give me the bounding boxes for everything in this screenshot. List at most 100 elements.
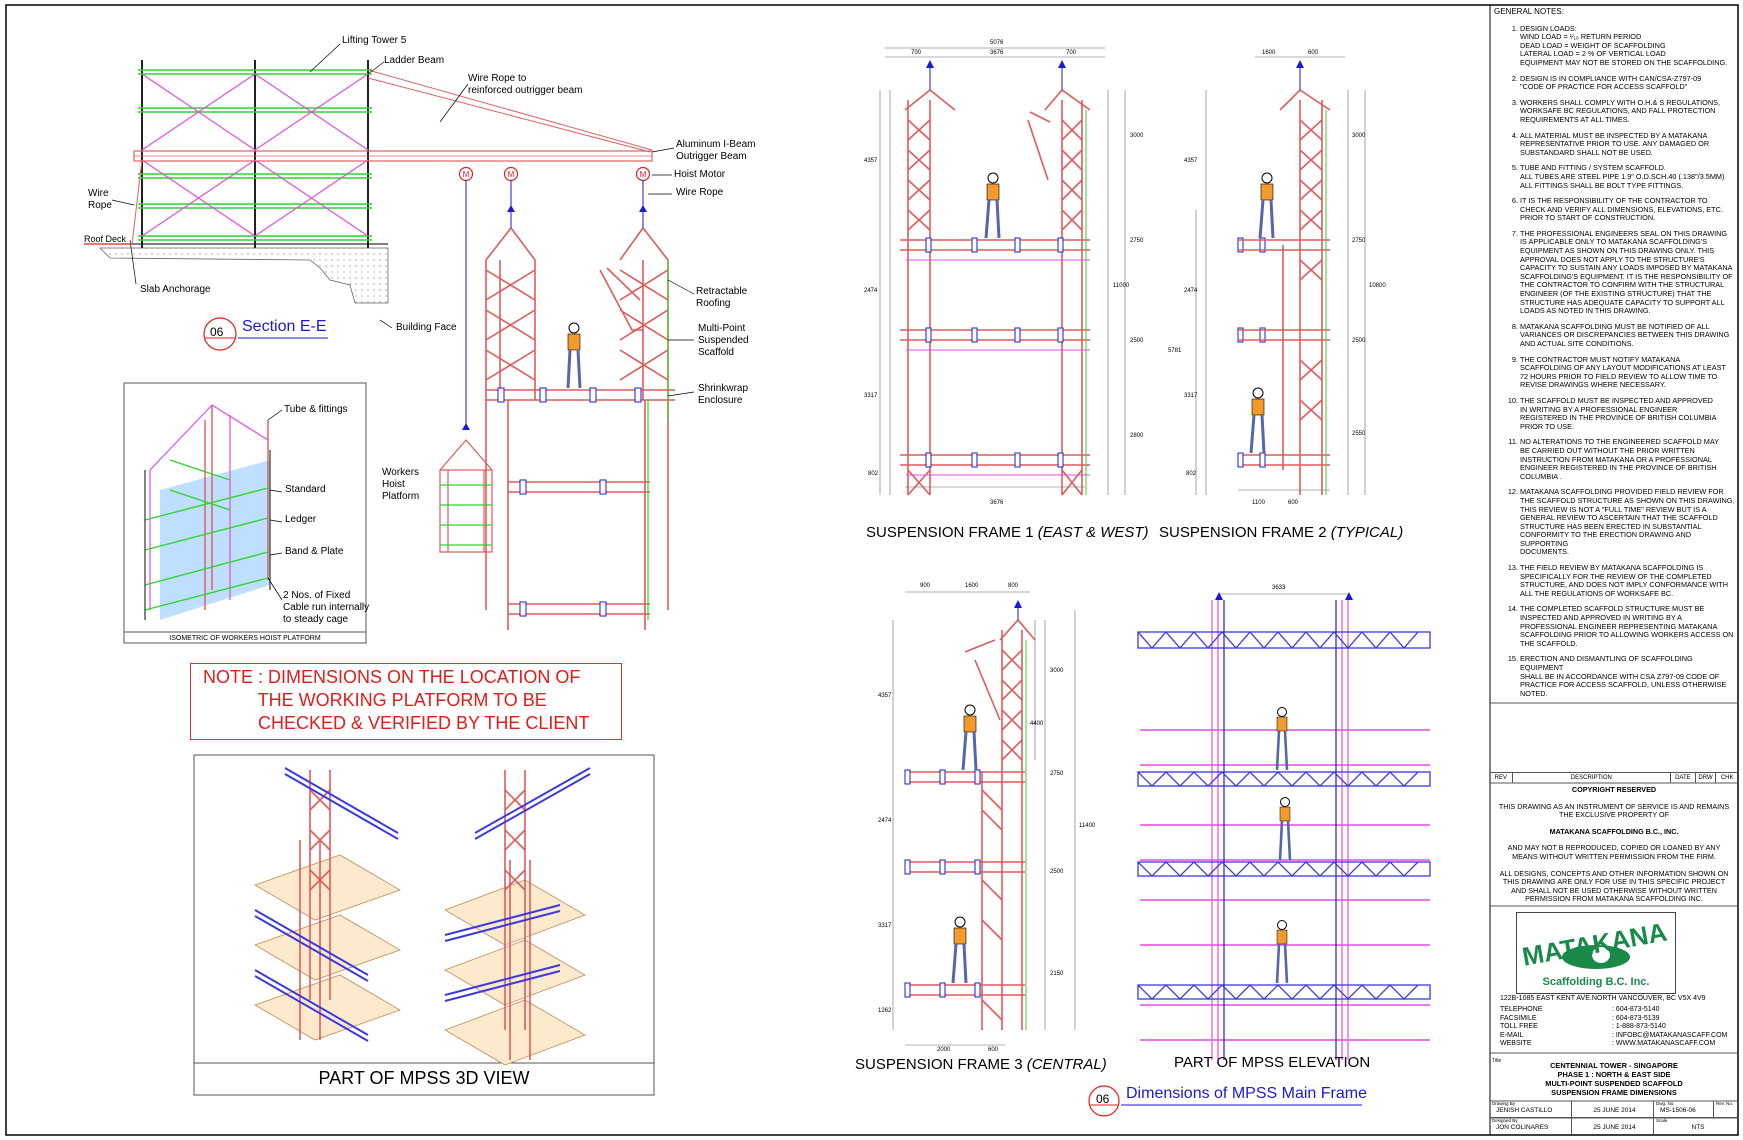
general-notes: GENERAL NOTES: DESIGN LOADS: WIND LOAD =… <box>1490 6 1738 703</box>
contact-key: E-MAIL <box>1500 1031 1524 1039</box>
copyright-p2: AND MAY NOT B REPRODUCED, COPIED OR LOAN… <box>1507 843 1721 861</box>
client-note: NOTE : DIMENSIONS ON THE LOCATION OF THE… <box>190 663 622 740</box>
project-line-2: PHASE 1 : NORTH & EAST SIDE <box>1557 1070 1671 1079</box>
contact-value: : 604-873-5139 <box>1612 1014 1660 1022</box>
dim: 3000 <box>1130 133 1144 139</box>
contact-value: : 604-873-5140 <box>1612 1006 1660 1014</box>
label-band-plate: Band & Plate <box>285 546 344 557</box>
note-item: MATAKANA SCAFFOLDING MUST BE NOTIFIED OF… <box>1520 322 1738 349</box>
hoist-motors <box>458 166 651 182</box>
dim: 700 <box>1066 50 1077 56</box>
designed-date: 25 JUNE 2014 <box>1593 1124 1636 1131</box>
dim: 3633 <box>1272 585 1286 591</box>
label-slab-anchorage: Slab Anchorage <box>140 284 211 295</box>
description-col: DESCRIPTION <box>1513 773 1672 783</box>
dim: 2800 <box>1130 433 1144 439</box>
dim: 1262 <box>878 1008 892 1014</box>
contact-key: TOLL FREE <box>1500 1023 1538 1031</box>
frame1-title: SUSPENSION FRAME 1 (EAST & WEST) <box>866 524 1149 541</box>
label-roof-deck: Roof Deck <box>84 234 127 244</box>
note-item: THE PROFESSIONAL ENGINEERS SEAL ON THIS … <box>1520 229 1738 316</box>
label-building-face: Building Face <box>396 322 457 333</box>
suspension-frame-3 <box>892 591 1076 1046</box>
dims-section-title: Dimensions of MPSS Main Frame <box>1126 1085 1367 1102</box>
dim: 1600 <box>965 583 979 589</box>
project-line-3: MULTI-POINT SUSPENDED SCAFFOLD <box>1545 1079 1683 1088</box>
drawn-by: JENISH CASTILLO <box>1496 1107 1553 1114</box>
dwg-no-label: Dwg. No. <box>1656 1101 1675 1106</box>
label-lifting-tower: Lifting Tower 5 <box>342 35 407 46</box>
note-item: WORKERS SHALL COMPLY WITH O.H.& S REGULA… <box>1520 98 1738 125</box>
label-wire-rope: Wire Rope <box>676 187 724 198</box>
mpss-elevation <box>1137 592 1431 1060</box>
isometric-caption: ISOMETRIC OF WORKERS HOIST PLATFORM <box>169 635 321 642</box>
rev-col: REV <box>1490 773 1513 783</box>
dim: 11400 <box>1079 823 1096 829</box>
contact-key: WEBSITE <box>1500 1040 1532 1048</box>
rev-no-label: Rev. No. <box>1716 1101 1734 1106</box>
drw-col: DRW <box>1696 773 1717 783</box>
frame3-title: SUSPENSION FRAME 3 (CENTRAL) <box>855 1056 1107 1073</box>
dim: 3317 <box>864 393 878 399</box>
date-col: DATE <box>1671 773 1696 783</box>
dim: 2474 <box>1184 288 1198 294</box>
dim: 802 <box>868 471 879 477</box>
scale: NTS <box>1691 1124 1705 1131</box>
dim: 3000 <box>1050 668 1064 674</box>
dim: 2000 <box>937 1047 951 1053</box>
signoff-block: Drawing By JENISH CASTILLO 25 JUNE 2014 … <box>1490 1101 1738 1134</box>
label-wire-rope-left: Wire Rope <box>88 188 112 211</box>
mpss-3d-view <box>254 767 591 1066</box>
dim: 900 <box>920 583 931 589</box>
suspension-frame-1 <box>879 47 1126 496</box>
dim: 2750 <box>1130 238 1144 244</box>
dim: 4357 <box>864 158 878 164</box>
project-line-4: SUSPENSION FRAME DIMENSIONS <box>1551 1088 1677 1097</box>
dim: 2500 <box>1050 869 1064 875</box>
note-item: MATAKANA SCAFFOLDING PROVIDED FIELD REVI… <box>1520 488 1738 557</box>
drawn-by-label: Drawing By <box>1492 1101 1516 1106</box>
contact-value: : WWW.MATAKANASCAFF.COM <box>1612 1040 1716 1048</box>
dim: 2150 <box>1050 971 1064 977</box>
dim: 2750 <box>1050 771 1064 777</box>
dim: 2474 <box>878 818 892 824</box>
dim: 10800 <box>1369 283 1386 289</box>
dim: 2474 <box>864 288 878 294</box>
isometric-hoist-platform <box>144 404 283 620</box>
dim: 600 <box>1288 500 1299 506</box>
chk-col: CHK <box>1720 775 1734 781</box>
motor-label: M <box>463 170 470 179</box>
label-retractable-roofing: Retractable Roofing <box>696 286 748 309</box>
note-item: THE COMPLETED SCAFFOLD STRUCTURE MUST BE… <box>1520 605 1738 648</box>
label-tube-fittings: Tube & fittings <box>284 404 348 415</box>
note-item: THE SCAFFOLD MUST BE INSPECTED AND APPRO… <box>1520 396 1738 431</box>
copyright-heading: COPYRIGHT RESERVED <box>1571 785 1657 794</box>
suspension-frame-2 <box>1195 56 1366 495</box>
view3d-title: PART OF MPSS 3D VIEW <box>318 1068 530 1088</box>
motor-label: M <box>508 170 515 179</box>
contact-block: 122B-1085 EAST KENT AVE.NORTH VANCOUVER,… <box>1500 995 1736 1048</box>
scale-cell: Scale NTS <box>1654 1118 1738 1134</box>
designed-by-cell: Designed By JON COLINARES <box>1490 1118 1572 1134</box>
dwg-no: MS-1506-06 <box>1660 1107 1696 1114</box>
dim: 11000 <box>1113 283 1130 289</box>
dim: 2550 <box>1352 431 1366 437</box>
contact-value: : 1-888-873-5140 <box>1612 1023 1666 1031</box>
date-cell: 25 JUNE 2014 <box>1572 1118 1654 1134</box>
elevation-title: PART OF MPSS ELEVATION <box>1174 1054 1371 1071</box>
dims-section-number: 06 <box>1096 1092 1110 1106</box>
dim: 5076 <box>990 40 1004 46</box>
label-ledger: Ledger <box>285 514 317 525</box>
worker-figure <box>566 322 582 389</box>
note-item: ALL MATERIAL MUST BE INSPECTED BY A MATA… <box>1520 131 1738 158</box>
section-title: Section E-E <box>242 318 327 335</box>
label-workers-hoist: Workers Hoist Platform <box>382 467 420 502</box>
note-item: DESIGN IS IN COMPLIANCE WITH CAN/CSA-Z79… <box>1520 74 1738 92</box>
dim: 3676 <box>990 500 1004 506</box>
label-fixed-cable: 2 Nos. of Fixed Cable run internally to … <box>283 590 370 625</box>
label-ladder-beam: Ladder Beam <box>384 55 445 66</box>
company-logo: MATAKANA Scaffolding B.C. Inc. <box>1516 912 1676 994</box>
copyright-block: COPYRIGHT RESERVED THIS DRAWING AS AN IN… <box>1490 784 1738 906</box>
dim: 600 <box>1308 50 1319 56</box>
